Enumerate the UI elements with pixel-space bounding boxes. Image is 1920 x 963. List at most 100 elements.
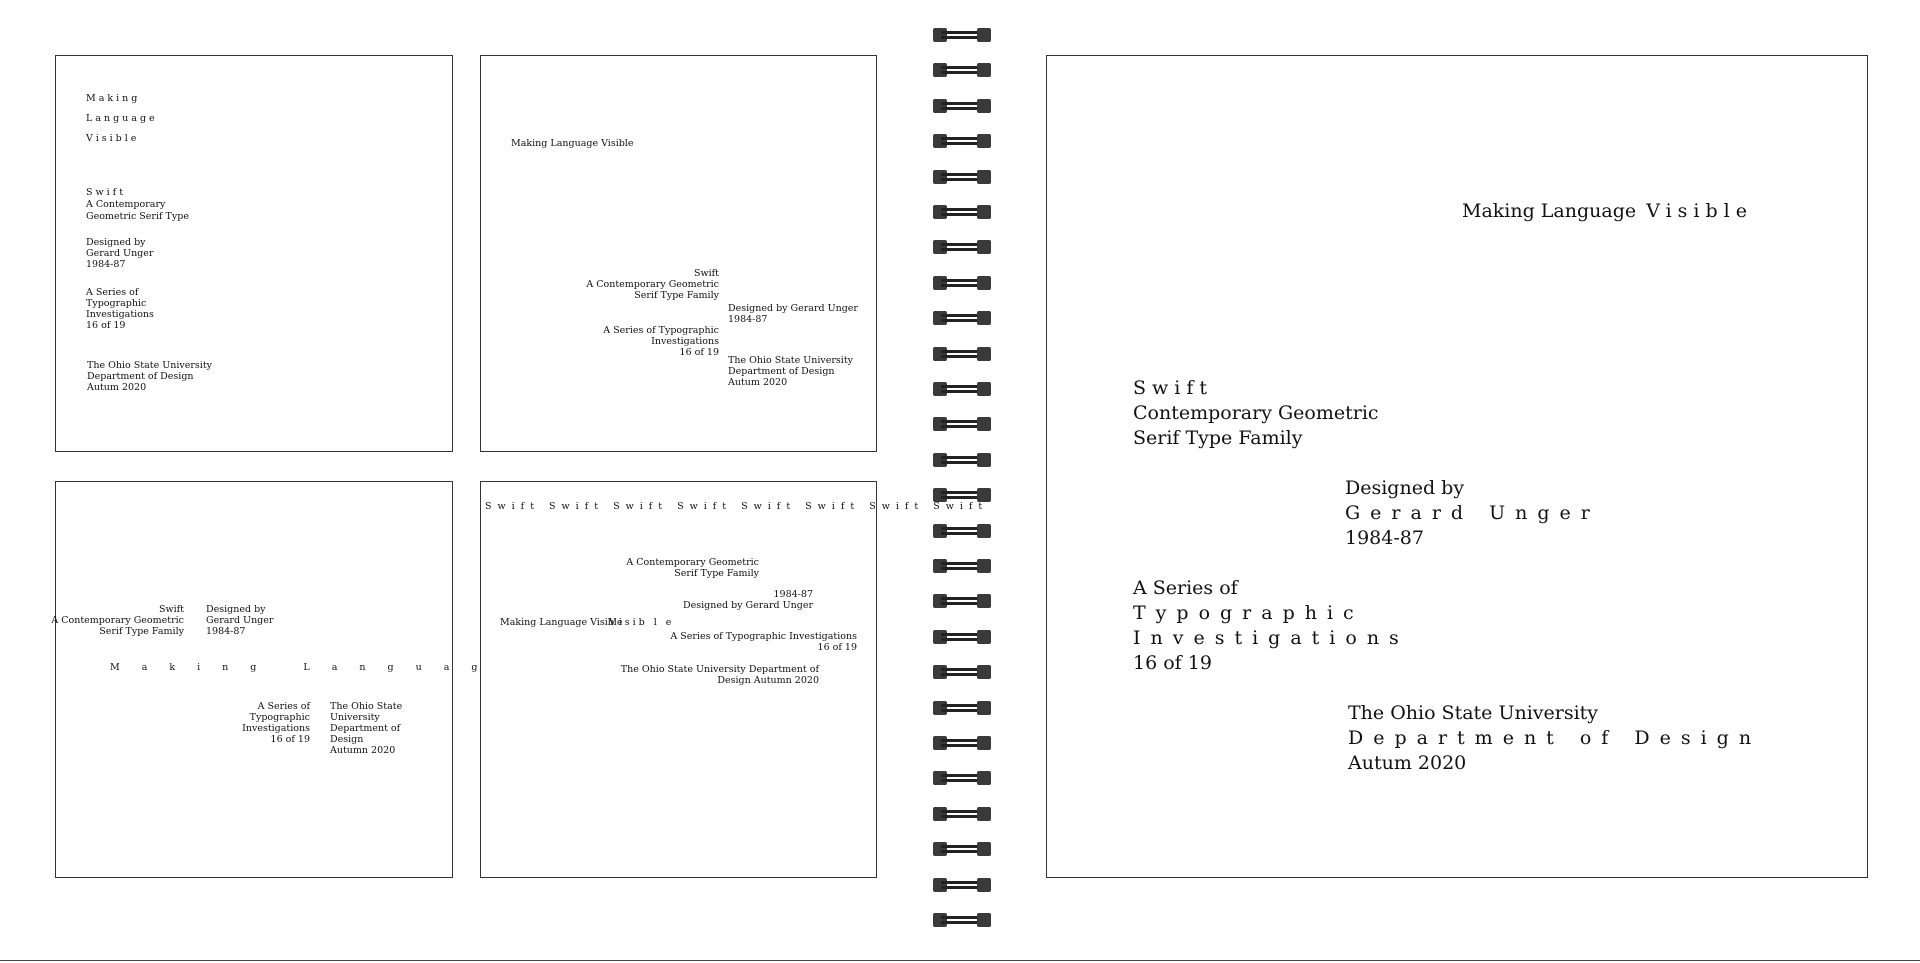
panel2-osu-3: Autum 2020 [728,377,788,388]
binding-wire [941,106,983,110]
binding-ring-right [977,346,991,361]
binding-ring [933,240,991,255]
binding-ring-right [977,28,991,42]
binding-ring [933,665,991,680]
binding-ring-right [977,877,991,892]
binding-wire [941,248,983,252]
panel5-subtitle-2: Serif Type Family [1133,427,1303,449]
binding-wire [941,779,983,783]
panel3-series-4: 16 of 19 [270,734,310,745]
binding-ring-right [977,452,991,467]
binding-ring [933,275,991,290]
binding-ring-right [977,98,991,113]
binding-ring-right [977,559,991,573]
binding-wire [941,385,983,388]
panel2-swift: Swift [693,268,719,279]
panel1-series-3: Investigations [86,309,154,320]
panel2-osu-2: Department of Design [728,366,835,377]
panel4-title-1: Making Language Visible [500,617,623,628]
binding-wire [941,278,983,282]
panel4-osu-1: The Ohio State University Department of [620,664,819,675]
binding-ring [933,346,991,361]
panel4-title-2: Visib l e [609,617,675,628]
panel4-swift-row: Swift Swift Swift Swift Swift Swift Swif… [485,501,989,512]
page-panel-3: Swift A Contemporary Geometric Serif Typ… [51,481,716,878]
panel2-designed-1: Designed by Gerard Unger [728,303,858,314]
binding-ring-right [977,913,991,927]
binding-wire [941,319,983,323]
panel4-year: 1984-87 [773,589,813,600]
panel1-subtitle-1: A Contemporary [86,199,166,210]
binding-wire [941,349,983,353]
binding-ring [933,28,991,42]
binding-wire [941,66,983,70]
panel4-series-2: 16 of 19 [817,642,857,653]
binding-wire [941,531,983,535]
panel3-designed-3: 1984-87 [206,626,246,637]
panel3-osu-5: Autumn 2020 [330,745,396,756]
binding-ring [933,700,991,715]
panel5-series-1: A Series of [1133,577,1238,599]
binding-ring-right [977,488,991,503]
panel5-title-b-text: Visible [1646,200,1753,222]
panel1-title-line-1: Making [86,93,141,104]
binding-wire [941,314,983,318]
binding-wire [941,845,983,849]
panel5-subtitle-1: Contemporary Geometric [1133,402,1379,424]
panel5-swift: Swift [1133,377,1214,399]
binding-ring-right [977,134,991,149]
binding-wire [941,703,983,707]
panel5-osu-3: Autum 2020 [1348,752,1467,774]
binding-ring [933,842,991,857]
binding-wire [941,137,983,141]
panel3-osu-1: The Ohio State [330,701,403,712]
binding-wire [941,916,983,919]
panel2-series-1: A Series of Typographic [603,325,719,336]
binding-ring-right [977,63,991,78]
panel5-series-4: 16 of 19 [1133,652,1212,674]
panel3-osu-4: Design [330,734,364,745]
binding-wire [941,880,983,884]
binding-ring-right [977,629,991,644]
binding-ring [933,877,991,892]
panel5-designed-1: Designed by [1345,477,1465,499]
binding-ring-right [977,523,991,538]
binding-ring-right [977,700,991,715]
panel3-designed-2: Gerard Unger [206,615,274,626]
panel3-osu-2: University [330,712,380,723]
binding-wire [941,744,983,747]
binding-ring-right [977,665,991,680]
binding-wire [941,31,983,34]
panel4-subtitle-2: Serif Type Family [674,568,759,579]
panel2-series-2: Investigations [651,336,719,347]
panel1-osu-3: Autum 2020 [87,382,147,393]
binding-wire [941,208,983,211]
panel5-title-a-text: Making Language [1462,200,1637,222]
binding-ring [933,382,991,396]
panel2-osu-1: The Ohio State University [728,355,854,366]
panel3-subtitle-2: Serif Type Family [99,626,184,637]
panel2-designed-2: 1984-87 [728,314,768,325]
binding-ring [933,311,991,326]
binding-ring-right [977,594,991,609]
page-panel-4: Swift Swift Swift Swift Swift Swift Swif… [480,481,982,878]
panel1-series-4: 16 of 19 [86,320,126,331]
panel1-series-2: Typographic [86,298,147,309]
binding-wire [941,460,983,464]
binding-ring-right [977,417,991,432]
binding-ring [933,523,991,538]
binding-wire [941,850,983,854]
panel2-subtitle-2: Serif Type Family [634,290,719,301]
binding-wire [941,420,983,424]
binding-wire [941,562,983,565]
binding-ring [933,559,991,573]
page-panel-1: Making Language Visible Swift A Contempo… [55,55,453,452]
panel5-series-3: Investigations [1133,627,1409,649]
panel2-title: Making Language Visible [511,138,634,149]
binding-ring-right [977,842,991,857]
panel1-title-line-3: Visible [86,133,140,144]
binding-ring [933,771,991,786]
binding-wire [941,774,983,778]
binding-wire [941,809,983,813]
binding-ring-right [977,806,991,821]
